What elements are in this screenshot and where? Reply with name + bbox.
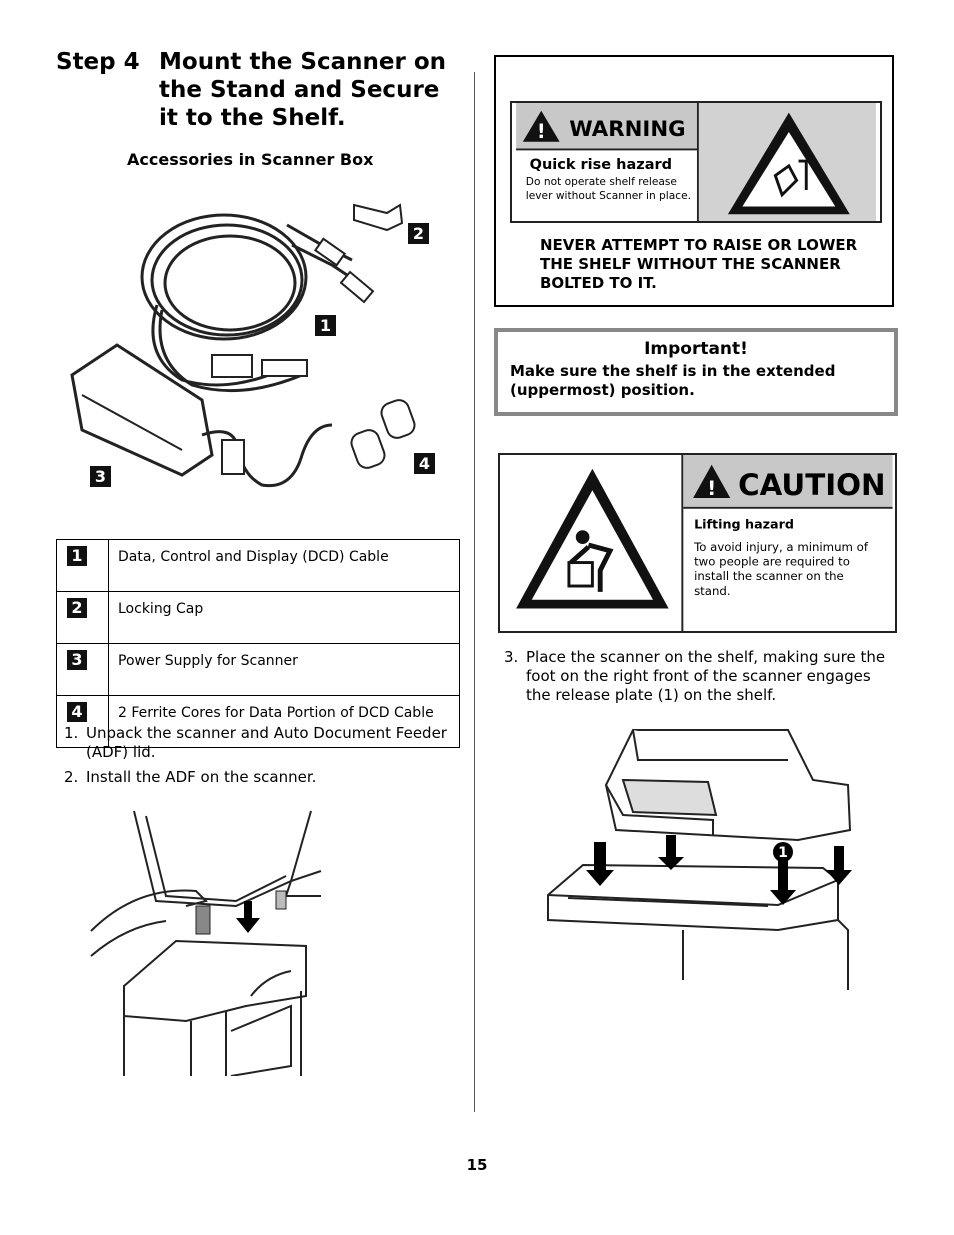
svg-text:2: 2 (413, 224, 424, 243)
step-1-number: 1. (64, 724, 79, 742)
callout-2: 2 (408, 223, 429, 244)
step-1: 1. Unpack the scanner and Auto Document … (64, 724, 464, 762)
page-number: 15 (466, 1156, 488, 1174)
svg-text:!: ! (537, 120, 546, 143)
step-title: Mount the Scanner on the Stand and Secur… (159, 49, 447, 131)
warning-text: NEVER ATTEMPT TO RAISE OR LOWER THE SHEL… (540, 236, 858, 292)
step-number: Step 4 (56, 49, 140, 75)
item-description: 2 Ferrite Cores for Data Portion of DCD … (108, 695, 460, 748)
warning-label-title: WARNING (569, 117, 685, 142)
caution-label: ! CAUTION Lifting hazard To avoid injury… (498, 453, 897, 633)
caution-label-text-3: install the scanner on the (694, 569, 844, 583)
caution-label-text-2: two people are required to (694, 554, 850, 568)
caution-label-text-1: To avoid injury, a minimum of (693, 540, 869, 554)
caution-label-text-4: stand. (694, 584, 730, 598)
important-text: Make sure the shelf is in the extended (… (510, 362, 836, 399)
step-2-number: 2. (64, 768, 79, 786)
caution-label-subtitle: Lifting hazard (694, 516, 794, 531)
table-row: 2 Locking Cap (56, 591, 460, 644)
item-description: Locking Cap (108, 591, 460, 644)
accessories-heading: Accessories in Scanner Box (127, 150, 374, 169)
item-description: Data, Control and Display (DCD) Cable (108, 539, 460, 592)
warning-label-subtitle: Quick rise hazard (530, 157, 672, 173)
lifting-hazard-triangle-icon (516, 468, 669, 609)
warning-label-text-2: lever without Scanner in place. (526, 189, 691, 202)
table-row: 1 Data, Control and Display (DCD) Cable (56, 539, 460, 592)
item-number: 2 (67, 598, 87, 618)
item-number: 4 (67, 702, 87, 722)
caution-label-title: CAUTION (738, 468, 886, 502)
step-1-text: Unpack the scanner and Auto Document Fee… (86, 724, 447, 761)
hazard-triangle-icon (727, 112, 850, 215)
important-box (494, 328, 898, 416)
callout-4: 4 (414, 453, 435, 474)
callout-3: 3 (90, 466, 111, 487)
svg-text:!: ! (707, 477, 716, 500)
adf-install-illustration (90, 810, 322, 1076)
item-description: Power Supply for Scanner (108, 643, 460, 696)
callout-1-figure: 1 (778, 845, 788, 861)
accessories-table: 1 Data, Control and Display (DCD) Cable … (56, 539, 460, 748)
step-2: 2. Install the ADF on the scanner. (64, 768, 464, 787)
svg-text:3: 3 (95, 467, 106, 486)
step-2-text: Install the ADF on the scanner. (86, 768, 317, 786)
important-title: Important! (644, 339, 748, 359)
step-3-number: 3. (504, 648, 519, 666)
table-row: 4 2 Ferrite Cores for Data Portion of DC… (56, 695, 460, 748)
step-3-text: Place the scanner on the shelf, making s… (526, 648, 886, 704)
warning-label-text-1: Do not operate shelf release (526, 175, 677, 188)
step-3: 3. Place the scanner on the shelf, makin… (504, 648, 898, 705)
warning-label: ! WARNING Quick rise hazard Do not opera… (510, 101, 882, 223)
scanner-on-shelf-illustration: 1 (547, 729, 852, 990)
item-number: 1 (67, 546, 87, 566)
warning-box (494, 55, 894, 307)
callout-1: 1 (315, 315, 336, 336)
table-row: 3 Power Supply for Scanner (56, 643, 460, 696)
accessories-illustration: 2 1 4 3 (70, 203, 435, 488)
svg-text:1: 1 (320, 316, 331, 335)
svg-text:4: 4 (419, 454, 430, 473)
column-divider (474, 72, 475, 1112)
item-number: 3 (67, 650, 87, 670)
